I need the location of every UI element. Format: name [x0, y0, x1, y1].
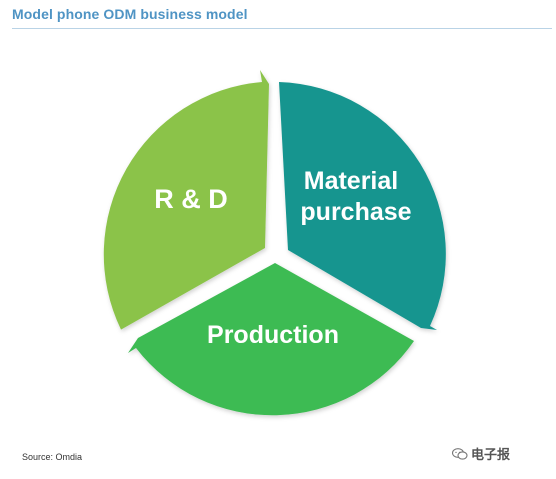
segment-production-shape [128, 263, 414, 416]
segment-production: Production [128, 263, 414, 416]
segment-rd-shape [103, 70, 270, 330]
segment-production-label: Production [207, 321, 339, 349]
segment-material-purchase-shape [279, 82, 446, 330]
watermark-text: 电子报 [471, 447, 511, 462]
segment-rd-label: R & D [154, 184, 228, 214]
segment-material-purchase-label-line2: purchase [300, 198, 411, 226]
wechat-icon [452, 447, 468, 460]
segment-material-purchase-label-line1: Material [304, 167, 398, 195]
title-divider [12, 28, 552, 29]
segment-material-purchase: Material purchase [279, 82, 446, 330]
page-title: Model phone ODM business model [12, 6, 248, 22]
source-note: Source: Omdia [22, 452, 83, 462]
segment-rd: R & D [103, 70, 270, 330]
watermark: 电子报 [452, 444, 510, 463]
